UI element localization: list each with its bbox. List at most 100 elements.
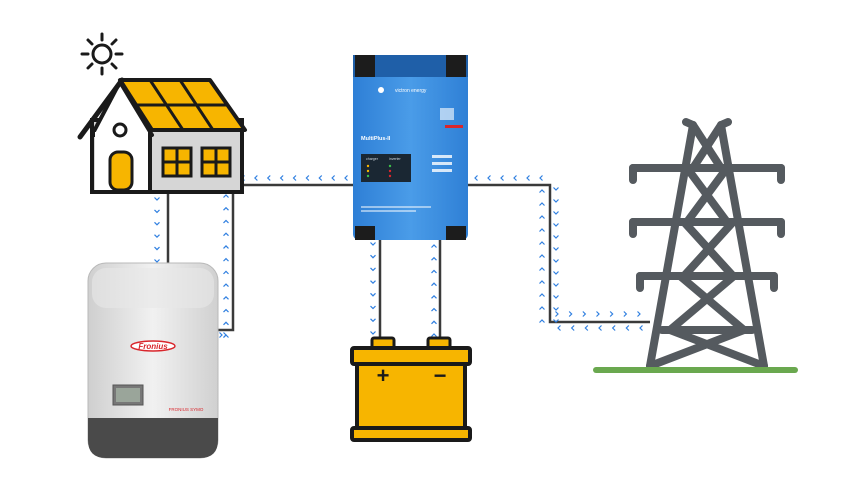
flow-arrow: [370, 280, 376, 284]
flow-arrow: [223, 295, 229, 300]
flow-arrow: [553, 319, 559, 323]
flow-arrow: [431, 320, 437, 325]
flow-arrow: [431, 244, 437, 248]
flow-arrow: [539, 267, 545, 271]
flow-arrow: [223, 308, 229, 313]
pv-inverter-icon: Fronius FRONIUS SYMO: [87, 262, 219, 459]
house-icon: [77, 77, 247, 194]
flow-arrow: [344, 175, 348, 181]
flow-arrow: [370, 254, 376, 259]
pv-inverter-model: FRONIUS SYMO: [169, 407, 204, 412]
flow-arrow: [553, 235, 559, 239]
flow-arrow: [219, 332, 223, 338]
flow-arrow: [223, 321, 229, 326]
flow-arrow: [431, 295, 437, 299]
flow-arrow: [223, 194, 229, 198]
flow-arrow: [500, 175, 504, 181]
flow-arrow: [431, 256, 437, 261]
flow-arrow: [154, 221, 160, 226]
flow-arrow: [474, 175, 478, 181]
flow-arrow: [553, 271, 559, 275]
flow-arrow: [254, 175, 258, 181]
flow-arrow: [539, 189, 545, 193]
flow-arrow: [318, 175, 323, 181]
flow-arrow: [539, 215, 545, 219]
flow-arrow: [223, 219, 229, 224]
flow-arrow: [539, 293, 545, 297]
battery-plus-label: +: [377, 363, 390, 388]
battery-minus-label: −: [434, 363, 447, 388]
flow-arrow: [513, 175, 517, 181]
inverter-panel-inverter: inverter: [389, 157, 402, 161]
flow-arrow: [553, 223, 559, 227]
flow-arrow: [539, 306, 545, 310]
flow-arrow: [555, 311, 559, 317]
flow-arrow: [223, 332, 227, 338]
flow-arrow: [553, 307, 559, 311]
flow-arrow: [154, 234, 160, 239]
flow-arrow: [557, 325, 561, 331]
inverter-brand: victron energy: [395, 88, 427, 94]
battery-icon: + −: [350, 336, 472, 442]
flow-arrows: [154, 175, 643, 338]
flow-arrow: [431, 333, 437, 337]
flow-arrow: [570, 325, 575, 331]
flow-arrow: [553, 259, 559, 263]
cables: [166, 178, 650, 340]
flow-arrow: [539, 175, 543, 181]
multiplus-inverter-icon: victron energy MultiPlus-II charger inve…: [353, 55, 468, 240]
flow-arrow: [487, 175, 491, 181]
flow-arrow: [582, 311, 587, 317]
flow-arrow: [279, 175, 284, 181]
flow-arrow: [553, 247, 559, 251]
flow-arrow: [223, 206, 229, 211]
flow-arrow: [553, 295, 559, 299]
flow-arrow: [431, 282, 437, 287]
flow-arrow: [539, 241, 545, 245]
flow-arrow: [292, 175, 297, 181]
flow-arrow: [553, 187, 559, 191]
flow-arrow: [598, 325, 602, 331]
cable-pv-bus: [215, 183, 355, 332]
flow-arrow: [609, 311, 614, 317]
flow-arrow: [625, 325, 630, 331]
inverter-control-panel: [361, 154, 411, 182]
flow-arrow: [370, 242, 376, 246]
flow-arrow: [539, 228, 545, 232]
flow-arrow: [223, 270, 229, 275]
flow-arrow: [526, 175, 530, 181]
window-left: [161, 146, 193, 178]
inverter-panel-charger: charger: [366, 157, 379, 161]
flow-arrow: [568, 311, 573, 317]
flow-arrow: [223, 232, 229, 237]
flow-arrow: [539, 254, 545, 258]
flow-arrow: [553, 283, 559, 287]
door: [108, 150, 134, 192]
flow-arrow: [331, 175, 336, 181]
flow-arrow: [623, 311, 628, 317]
flow-arrow: [305, 175, 310, 181]
flow-arrow: [596, 311, 600, 317]
flow-arrow: [154, 209, 160, 214]
cable-inverter-grid: [465, 183, 650, 324]
flow-arrow: [370, 331, 376, 335]
flow-arrow: [223, 257, 229, 262]
flow-arrow: [154, 259, 160, 263]
flow-arrow: [154, 246, 160, 251]
flow-arrow: [370, 305, 376, 310]
inverter-model: MultiPlus-II: [361, 136, 391, 142]
flow-arrow: [223, 245, 229, 249]
pv-inverter-brand: Fronius: [138, 342, 168, 351]
flow-arrow: [370, 292, 376, 297]
flow-arrow: [539, 280, 545, 284]
flow-arrow: [370, 318, 376, 323]
flow-arrow: [553, 199, 559, 203]
flow-arrow: [431, 307, 437, 312]
flow-arrow: [553, 211, 559, 215]
flow-arrow: [431, 269, 437, 274]
flow-arrow: [639, 325, 643, 331]
sun-icon: [80, 32, 124, 76]
flow-arrow: [539, 319, 545, 323]
round-window: [112, 122, 128, 138]
flow-arrow: [370, 267, 376, 272]
